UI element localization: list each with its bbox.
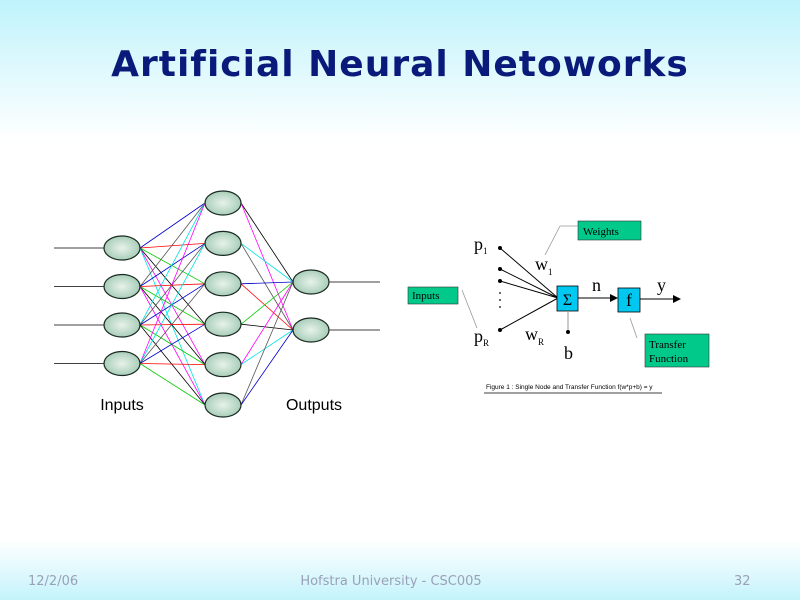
network-edge bbox=[240, 243, 294, 283]
network-edge bbox=[139, 363, 206, 365]
output-node bbox=[292, 317, 330, 343]
network-edge bbox=[240, 281, 294, 406]
network-edge bbox=[139, 286, 206, 406]
network-edge bbox=[240, 329, 294, 406]
footer-date: 12/2/06 bbox=[28, 574, 79, 589]
network-edge bbox=[240, 243, 294, 331]
network-edge bbox=[139, 202, 206, 326]
input-node bbox=[103, 235, 141, 261]
f-symbol: f bbox=[626, 290, 632, 310]
hidden-node bbox=[204, 271, 242, 297]
n-label: n bbox=[592, 275, 601, 295]
inputs-label-node: Inputs bbox=[412, 290, 440, 302]
p1-label: p1 bbox=[474, 234, 488, 256]
network-edge bbox=[240, 202, 294, 331]
w1-label: w1 bbox=[535, 254, 553, 277]
network-edge bbox=[139, 323, 206, 364]
input-node bbox=[103, 312, 141, 338]
network-edge bbox=[240, 202, 294, 283]
inputs-label: Inputs bbox=[100, 397, 144, 414]
network-edge bbox=[240, 281, 294, 325]
hidden-node bbox=[204, 392, 242, 418]
sum-box bbox=[556, 285, 579, 312]
figure-caption: Figure 1 : Single Node and Transfer Func… bbox=[486, 384, 653, 391]
footer-page-number: 32 bbox=[734, 574, 751, 589]
pR-label: pR bbox=[474, 326, 489, 348]
transfer-label-1: Transfer bbox=[649, 339, 686, 351]
network-edges bbox=[54, 202, 380, 406]
inputs-label-box bbox=[407, 286, 459, 305]
network-edge bbox=[139, 324, 206, 406]
y-label: y bbox=[657, 275, 666, 295]
footer-center: Hofstra University - CSC005 bbox=[300, 574, 482, 589]
input-node bbox=[103, 350, 141, 377]
network-edge bbox=[240, 281, 294, 365]
network-edge bbox=[240, 329, 294, 365]
network-edge bbox=[139, 243, 206, 364]
wR-label: wR bbox=[525, 324, 544, 347]
sum-symbol: Σ bbox=[563, 292, 572, 309]
slide-title: Artificial Neural Netoworks bbox=[111, 44, 689, 85]
network-edge bbox=[139, 247, 206, 325]
transfer-box bbox=[617, 287, 641, 313]
network-edge bbox=[139, 324, 206, 365]
network-edge bbox=[139, 283, 206, 326]
network-edge bbox=[139, 363, 206, 406]
network-edge bbox=[139, 283, 206, 364]
network-edge bbox=[240, 283, 294, 331]
network-edge bbox=[139, 202, 206, 249]
footer-gradient bbox=[0, 540, 800, 600]
network-edge bbox=[139, 247, 206, 285]
network-edge bbox=[139, 247, 206, 406]
network-edge bbox=[139, 283, 206, 287]
network-edge bbox=[139, 243, 206, 287]
header-gradient bbox=[0, 0, 800, 140]
weights-label-box bbox=[577, 220, 642, 241]
hidden-node bbox=[204, 311, 242, 337]
input-node bbox=[103, 273, 141, 300]
network-nodes bbox=[103, 190, 330, 418]
network-edge bbox=[139, 202, 206, 364]
network-edge bbox=[240, 281, 294, 285]
network-edge bbox=[139, 243, 206, 249]
transfer-label-2: Function bbox=[649, 353, 689, 365]
hidden-node bbox=[204, 190, 242, 216]
network-edge bbox=[139, 202, 206, 287]
network-edge bbox=[139, 286, 206, 365]
network-edge bbox=[240, 323, 294, 331]
network-edge bbox=[139, 286, 206, 325]
network-edge bbox=[139, 323, 206, 326]
b-label: b bbox=[564, 343, 573, 363]
output-node bbox=[292, 269, 330, 295]
network-edge bbox=[139, 247, 206, 365]
weights-label: Weights bbox=[583, 226, 619, 238]
outputs-label: Outputs bbox=[286, 397, 342, 414]
transfer-function-box bbox=[644, 333, 710, 368]
hidden-node bbox=[204, 352, 242, 378]
hidden-node bbox=[204, 230, 242, 256]
